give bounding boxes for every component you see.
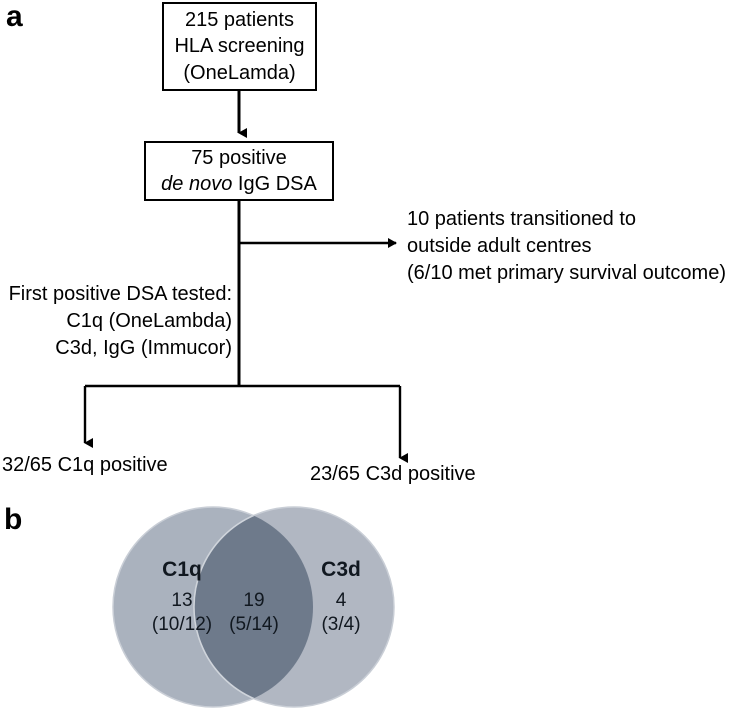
- de-novo-italic: de novo: [161, 173, 233, 195]
- panel-a-label: a: [6, 0, 23, 33]
- panel-b-label: b: [4, 503, 23, 536]
- venn-intersection: [193, 507, 313, 707]
- venn-label-intersection-count: 19: [243, 590, 265, 611]
- venn-label-c3d-title: C3d: [321, 558, 361, 581]
- venn-label-intersection-detail: (5/14): [229, 614, 279, 635]
- assay-note: First positive DSA tested: C1q (OneLambd…: [4, 281, 232, 361]
- venn-diagram: C1q 13 (10/12) 19 (5/14) C3d 4 (3/4): [108, 503, 398, 711]
- venn-label-c3d-detail: (3/4): [321, 614, 361, 635]
- c3d-positive-outcome: 23/65 C3d positive: [310, 463, 476, 485]
- transitioned-note-line-1: 10 patients transitioned to: [407, 208, 637, 230]
- transitioned-patients-note: 10 patients transitioned to outside adul…: [407, 206, 726, 286]
- venn-svg: [112, 506, 395, 708]
- transitioned-note-line-3: (6/10 met primary survival outcome): [407, 261, 726, 284]
- screening-box-line-2: HLA screening: [174, 35, 305, 58]
- dsa-positive-line-1: 75 positive: [191, 146, 287, 169]
- dsa-positive-box: 75 positive de novo IgG DSA: [144, 141, 334, 201]
- assay-note-line-1: First positive DSA tested:: [8, 283, 232, 305]
- venn-label-c1q-detail: (10/12): [151, 614, 213, 635]
- dsa-positive-line-2: de novo IgG DSA: [161, 171, 317, 197]
- assay-note-line-2: C1q (OneLambda): [66, 309, 232, 332]
- venn-label-c1q-title: C1q: [162, 558, 202, 581]
- transitioned-note-line-2: outside adult centres: [407, 234, 592, 257]
- c1q-positive-outcome: 32/65 C1q positive: [2, 454, 168, 476]
- assay-note-line-3: C3d, IgG (Immucor): [55, 336, 232, 359]
- igg-dsa-text: IgG DSA: [232, 173, 317, 195]
- screening-box: 215 patients HLA screening (OneLamda): [162, 2, 317, 91]
- venn-label-c1q-count: 13: [171, 590, 193, 611]
- screening-box-line-1: 215 patients: [185, 8, 294, 31]
- venn-label-c3d-count: 4: [335, 590, 347, 611]
- screening-box-line-3: (OneLamda): [183, 61, 296, 84]
